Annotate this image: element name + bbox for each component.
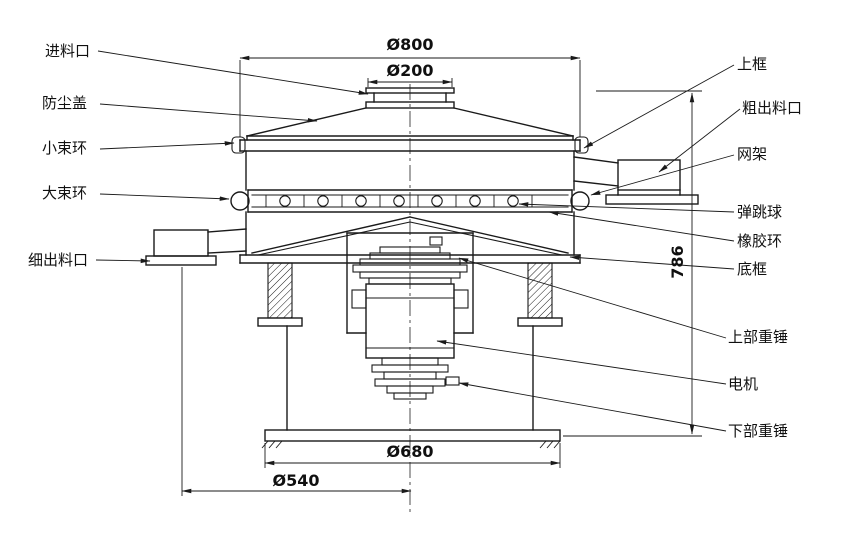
discharge-funnel-cone-part: [251, 216, 569, 256]
label-fine-outlet: 细出料口: [28, 251, 88, 269]
label-coarse-outlet: 粗出料口: [742, 99, 802, 117]
motor-assembly-part: [346, 232, 474, 400]
top-bolt: [429, 236, 443, 246]
label-upper-weight: 上部重锤: [728, 328, 788, 346]
dimension-texts: Ø800 Ø200 786 Ø680 Ø540: [273, 35, 688, 490]
large-clamp-ring-right: [570, 191, 590, 211]
coarse-outlet-part: [573, 156, 699, 205]
label-motor: 电机: [728, 375, 758, 393]
screen-deck-part: [230, 189, 590, 213]
label-large-clamp-ring: 大束环: [42, 184, 87, 202]
spring-right: [527, 262, 553, 319]
large-clamp-ring-left: [230, 191, 250, 211]
lower-weight-part: [371, 357, 460, 400]
dim-inlet-diameter: Ø200: [387, 61, 434, 80]
base-feet-hatch: [261, 440, 561, 449]
machine-outline: [145, 87, 699, 449]
deck-dividers: [265, 195, 533, 207]
label-small-clamp-ring: 小束环: [42, 139, 87, 157]
spring-left: [267, 262, 293, 319]
bottom-frame-part: [239, 211, 581, 264]
suspension-springs-part: [257, 262, 563, 327]
dim-top-diameter: Ø800: [387, 35, 434, 54]
label-bottom-frame: 底框: [737, 260, 767, 278]
dimension-lines: [181, 55, 702, 496]
upper-weight-part: [352, 246, 468, 285]
fine-outlet-part: [145, 228, 247, 266]
label-dust-cover: 防尘盖: [42, 94, 87, 112]
leader-lines: [95, 50, 741, 432]
bottom-bolt: [445, 376, 460, 386]
dim-overall-height: 786: [668, 245, 687, 278]
callout-labels: 进料口 防尘盖 小束环 大束环 细出料口 上框 粗出料口 网架 弹跳球 橡胶环 …: [28, 42, 802, 440]
label-lower-weight: 下部重锤: [728, 422, 788, 440]
bounce-balls: [279, 195, 519, 207]
label-feed-inlet: 进料口: [45, 42, 90, 60]
label-bounce-ball: 弹跳球: [737, 203, 782, 221]
base-stand-part: [261, 325, 561, 449]
label-screen-frame: 网架: [737, 145, 767, 163]
dim-base-diameter: Ø680: [387, 442, 434, 461]
label-upper-frame: 上框: [737, 55, 767, 73]
upper-rim-band-part: [231, 136, 589, 154]
label-rubber-ring: 橡胶环: [737, 232, 782, 250]
dim-outlet-span: Ø540: [273, 471, 320, 490]
